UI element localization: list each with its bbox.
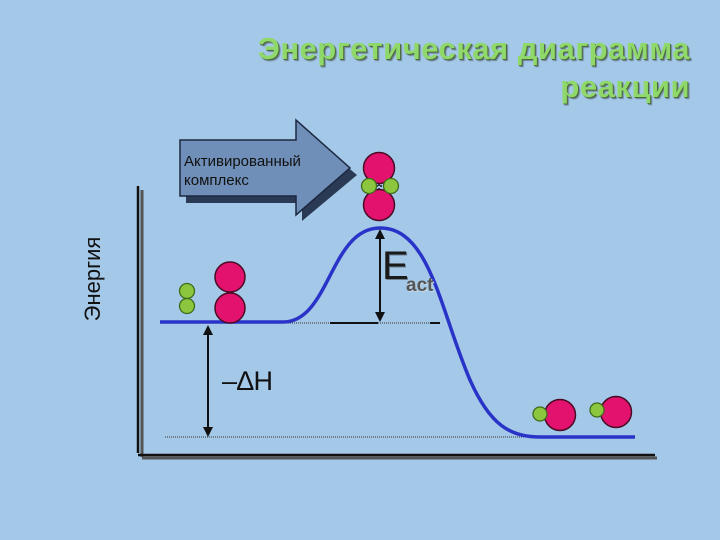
large-atom [214,261,246,293]
large-atom [362,151,396,185]
small-atom [178,297,196,315]
large-atom [599,395,633,429]
small-atom [360,177,378,195]
enthalpy-label: –∆H [222,366,274,396]
y-axis-label: Энергия [80,236,105,322]
activation-energy-subscript: act [406,275,434,296]
reactant-i2-molecule [214,261,246,324]
activation-energy-label: E [382,244,409,288]
title-line-2: реакции [560,69,690,104]
product-hi-molecule-2 [589,395,633,429]
diagram-title: Энергетическая диаграмма реакции [258,30,690,106]
reactant-h2-molecule [178,282,196,315]
axes [136,186,657,460]
title-line-1: Энергетическая диаграмма [257,31,690,66]
activated-complex-arrow [179,118,357,221]
product-hi-molecule-1 [532,398,577,432]
large-atom [543,398,577,432]
activated-complex-molecule [360,151,400,222]
small-atom [589,402,605,418]
small-atom [532,406,548,422]
small-atom [382,177,400,195]
large-atom [362,188,396,222]
activated-complex-label: Активированный комплекс [184,153,301,189]
reaction-energy-curve [160,226,635,439]
small-atom [178,282,196,300]
large-atom [214,292,246,324]
